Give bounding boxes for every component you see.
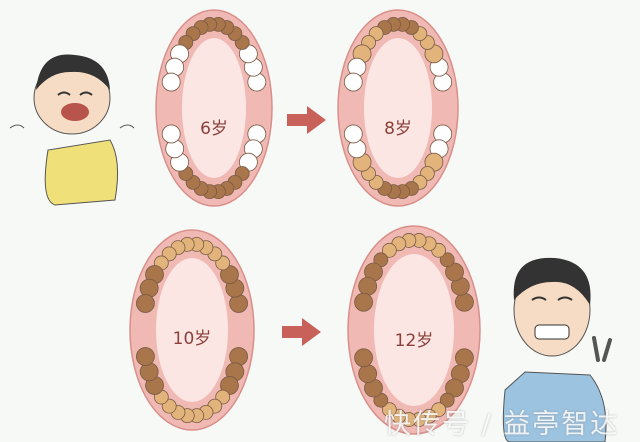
tooth (358, 364, 378, 384)
tooth (161, 72, 181, 92)
age-label-8: 8岁 (384, 119, 412, 139)
tooth (354, 292, 373, 312)
tooth (381, 402, 397, 418)
dental-arch-8岁 (337, 9, 459, 207)
tooth (354, 348, 373, 368)
tooth (455, 292, 474, 312)
tooth (381, 242, 397, 258)
tooth (343, 124, 363, 144)
age-label-6: 6岁 (200, 119, 228, 139)
age-label-10: 10岁 (173, 329, 212, 349)
tooth (358, 276, 378, 296)
boy-figure (9, 54, 135, 206)
arrow-10-to-12 (282, 318, 321, 346)
tooth (343, 72, 363, 92)
tooth (161, 124, 181, 144)
age-label-12: 12岁 (395, 331, 434, 351)
tooth (135, 347, 155, 366)
tooth (439, 252, 455, 268)
tooth (445, 262, 464, 282)
dental-arch-10岁 (129, 229, 255, 431)
tooth (445, 378, 464, 398)
man-figure (502, 257, 612, 442)
dental-arch-12岁 (347, 225, 481, 435)
tooth (439, 392, 455, 408)
dental-arch-6岁 (155, 9, 273, 207)
arrow-6-to-8 (287, 106, 326, 134)
tooth (455, 348, 474, 368)
tooth (135, 294, 155, 313)
watermark: 快传号 / 益亭智达 (384, 409, 620, 440)
